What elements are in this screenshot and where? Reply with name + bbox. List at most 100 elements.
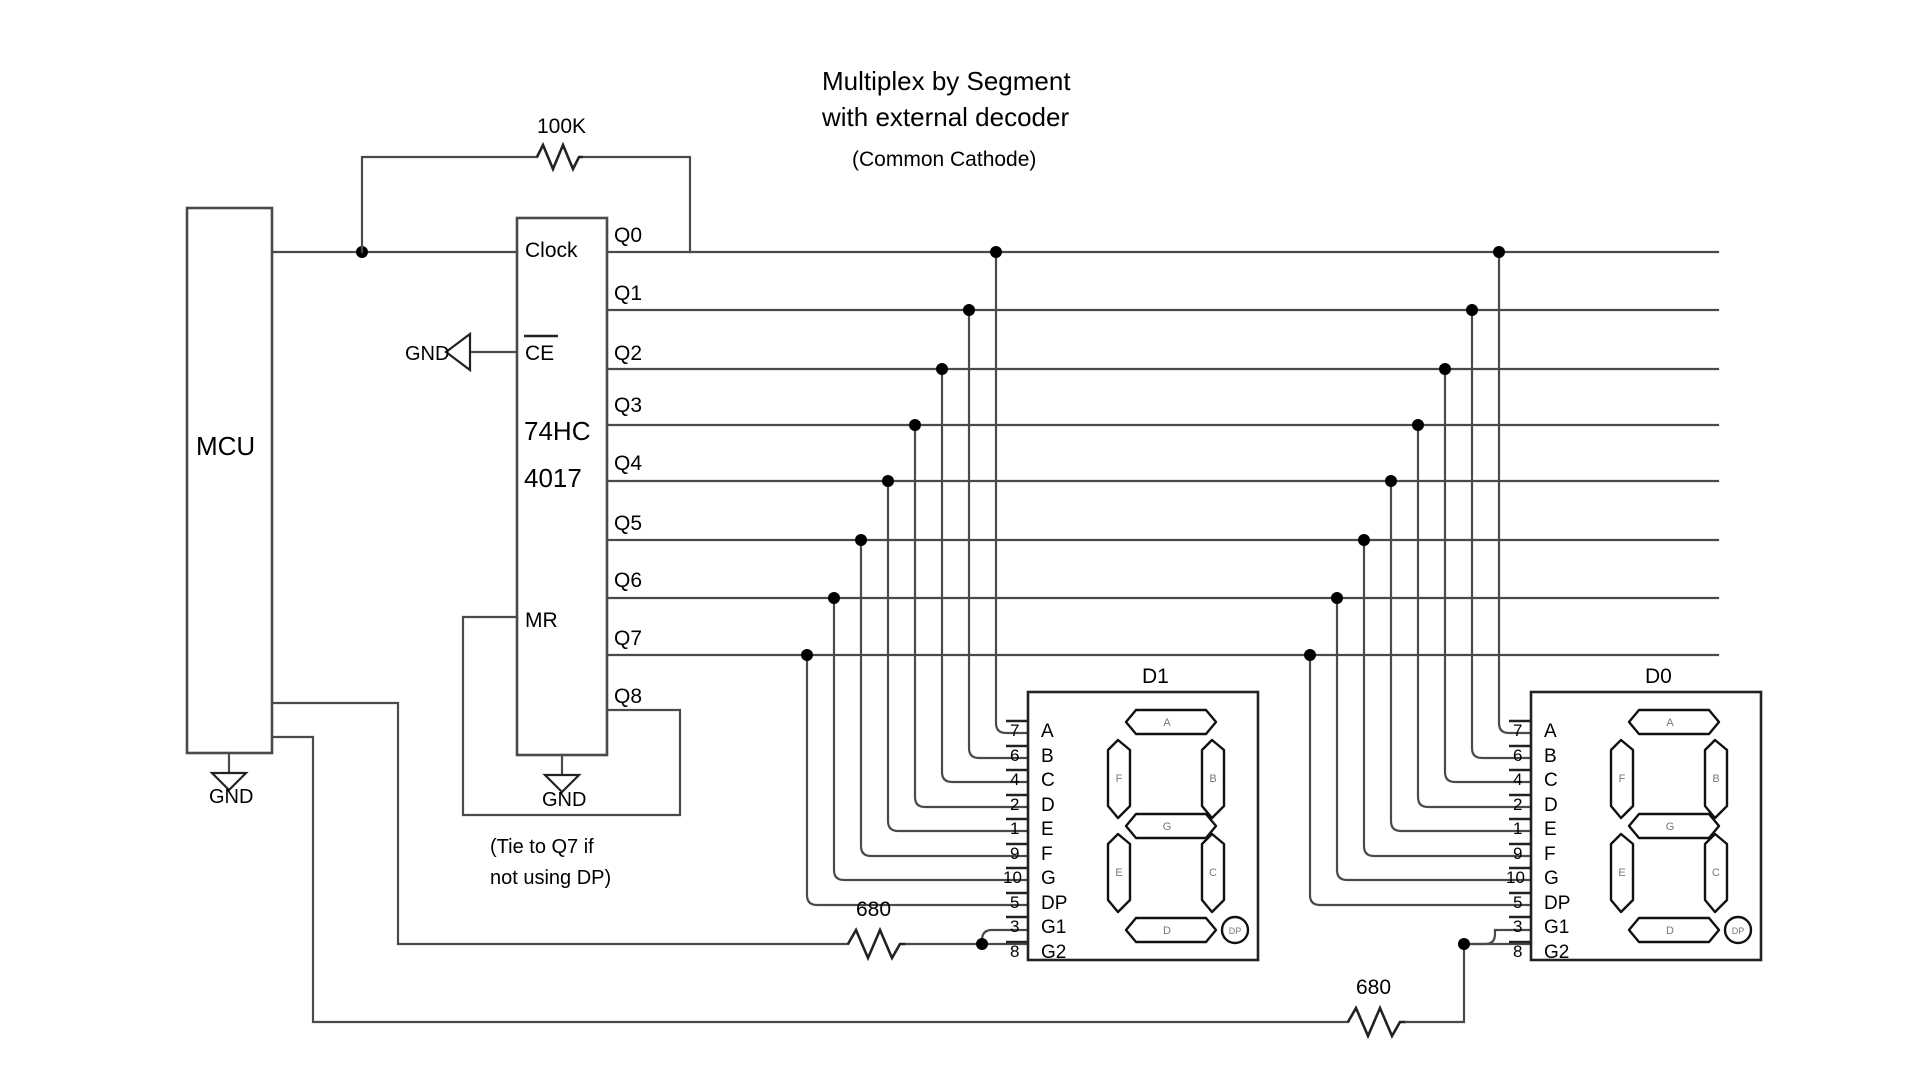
d0-pin-label-g2: G2: [1544, 942, 1569, 963]
d1-junction-q6: [828, 592, 840, 604]
d1-decimal-point-letter: DP: [1229, 926, 1242, 936]
d1-drop-q1-to-pin6: [967, 308, 1030, 760]
d0-junction-q2: [1439, 363, 1451, 375]
d0-segment-e: [1609, 832, 1635, 914]
counter-ic-block[interactable]: [515, 216, 609, 757]
d1-pin-num-d: 2: [1010, 795, 1019, 814]
display-d1[interactable]: D1 7 6 4 2 1 9 10 5 3 8 A B C D E F G DP…: [1003, 665, 1260, 963]
ic-output-q0-label: Q0: [614, 224, 642, 247]
d1-drop-q6-to-pin10: [832, 596, 1030, 882]
d1-segment-c: [1200, 832, 1226, 914]
d0-drop-q3-to-pin2: [1416, 423, 1533, 809]
d0-drop-q0-to-pin7: [1497, 250, 1533, 735]
d0-segment-c-letter: C: [1712, 867, 1720, 879]
d1-pin-num-g: 10: [1003, 868, 1022, 887]
display-d0[interactable]: D0 7 6 4 2 1 9 10 5 3 8 A B C D E F G DP…: [1506, 665, 1763, 963]
d1-pin-num-b: 6: [1010, 746, 1019, 765]
d1-pin-label-d: D: [1041, 795, 1055, 816]
d0-cathode-junction-dot: [1458, 938, 1470, 950]
d1-segment-d: [1124, 916, 1218, 944]
d1-drop-q5-to-pin9: [859, 538, 1030, 858]
ic-gnd-label: GND: [542, 789, 586, 811]
d0-segment-d: [1627, 916, 1721, 944]
d1-segment-a-letter: A: [1163, 717, 1171, 729]
title-line-1: Multiplex by Segment: [822, 66, 1071, 96]
ic-part-line-2: 4017: [524, 463, 582, 493]
d1-drop-q2-to-pin4: [940, 367, 1030, 784]
d1-decimal-point: [1220, 915, 1250, 945]
d0-drop-q1-to-pin6: [1470, 308, 1533, 760]
d1-pin-label-g: G: [1041, 868, 1056, 889]
d0-drop-q6-to-pin10: [1335, 596, 1533, 882]
d0-junction-q6: [1331, 592, 1343, 604]
d0-segment-b-letter: B: [1712, 773, 1719, 785]
d0-pin-num-g: 10: [1506, 868, 1525, 887]
dp-note-line-1: (Tie to Q7 if: [490, 836, 594, 858]
pullup-left-wire: [360, 155, 539, 254]
d0-drop-q5-to-pin9: [1362, 538, 1533, 858]
mcu-gnd-label: GND: [209, 786, 253, 808]
title-line-3: (Common Cathode): [852, 148, 1036, 171]
d0-segment-b: [1703, 738, 1729, 820]
d1-junction-q7: [801, 649, 813, 661]
d0-pin-num-e: 1: [1513, 819, 1522, 838]
d1-junction-q2: [936, 363, 948, 375]
pullup-resistor-symbol: [535, 141, 583, 173]
d0-junction-q4: [1385, 475, 1397, 487]
d0-cathode-to-pin8: [1404, 942, 1533, 1024]
d1-drop-q4-to-pin1: [886, 479, 1030, 833]
ic-pin-clock-label: Clock: [525, 239, 578, 262]
d0-junction-q7: [1304, 649, 1316, 661]
ic-output-q7-label: Q7: [614, 627, 642, 650]
d0-pin-num-g2: 8: [1513, 942, 1522, 961]
d0-segment-f: [1609, 738, 1635, 820]
d1-pin-label-f: F: [1041, 844, 1053, 865]
mcu-block[interactable]: [185, 206, 274, 755]
d1-pin-label-g1: G1: [1041, 917, 1066, 938]
d1-segment-b-letter: B: [1209, 773, 1216, 785]
ic-output-q1-label: Q1: [614, 282, 642, 305]
ic-pin-mr-label: MR: [525, 609, 558, 632]
ce-gnd-symbol: [444, 331, 472, 373]
ic-output-q3-label: Q3: [614, 394, 642, 417]
d1-pin-label-b: B: [1041, 746, 1054, 767]
d1-junction-q5: [855, 534, 867, 546]
d0-pin-label-dp: DP: [1544, 893, 1570, 914]
d1-segment-a: [1124, 708, 1218, 736]
d0-cathode-resistor-symbol: [1346, 1004, 1406, 1040]
d1-junction-q3: [909, 419, 921, 431]
d1-pin-label-e: E: [1041, 819, 1054, 840]
d0-segment-f-letter: F: [1619, 773, 1626, 785]
d0-pin-label-a: A: [1544, 721, 1557, 742]
d1-pin-num-dp: 5: [1010, 893, 1019, 912]
d0-segment-c: [1703, 832, 1729, 914]
ic-output-q2-label: Q2: [614, 342, 642, 365]
d1-segment-g: [1124, 812, 1218, 840]
d0-drop-q2-to-pin4: [1443, 367, 1533, 784]
d0-junction-q5: [1358, 534, 1370, 546]
ic-output-q6-label: Q6: [614, 569, 642, 592]
d0-segment-e-letter: E: [1618, 867, 1625, 879]
ce-gnd-label: GND: [405, 343, 449, 365]
d0-pin-label-e: E: [1544, 819, 1557, 840]
mcu-label: MCU: [196, 431, 255, 461]
d1-drop-q3-to-pin2: [913, 423, 1030, 809]
d0-segment-a: [1627, 708, 1721, 736]
ic-pin-ce-label: CE: [525, 342, 554, 365]
d0-pin-num-g1: 3: [1513, 917, 1522, 936]
dp-note-line-2: not using DP): [490, 867, 611, 889]
display-d0-label: D0: [1645, 665, 1672, 688]
d1-segment-e: [1106, 832, 1132, 914]
pullup-right-wire: [581, 155, 692, 254]
d0-pin-num-c: 4: [1513, 770, 1522, 789]
d1-cathode-junction-dot: [976, 938, 988, 950]
d0-pin-label-b: B: [1544, 746, 1557, 767]
display-d1-label: D1: [1142, 665, 1169, 688]
d0-pin-label-g: G: [1544, 868, 1559, 889]
d1-drop-q0-to-pin7: [994, 250, 1030, 735]
d1-cathode-resistor-value: 680: [856, 898, 891, 921]
d0-decimal-point-letter: DP: [1732, 926, 1745, 936]
d1-junction-q0: [990, 246, 1002, 258]
d1-segment-c-letter: C: [1209, 867, 1217, 879]
